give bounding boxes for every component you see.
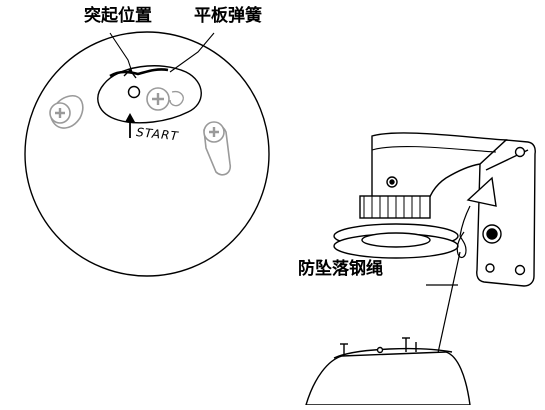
screw-icon <box>203 121 232 176</box>
flat-spring <box>109 68 169 78</box>
wall-bracket <box>333 132 536 287</box>
screw-icon <box>49 95 84 129</box>
dome-camera <box>305 337 471 406</box>
screw-icon <box>146 87 184 111</box>
safety-wire-label: 防坠落钢绳 <box>298 259 383 279</box>
wall-plate <box>476 139 536 287</box>
dome-base-top-view <box>24 31 270 277</box>
safety-wire <box>426 205 471 363</box>
bump-position-label: 突起位置 <box>84 6 152 26</box>
bump-ring <box>127 85 141 99</box>
arrow-up-icon <box>125 113 135 138</box>
flat-spring-label: 平板弹簧 <box>194 6 262 26</box>
leader-lines <box>109 32 215 73</box>
dome-base-outline <box>24 31 270 277</box>
